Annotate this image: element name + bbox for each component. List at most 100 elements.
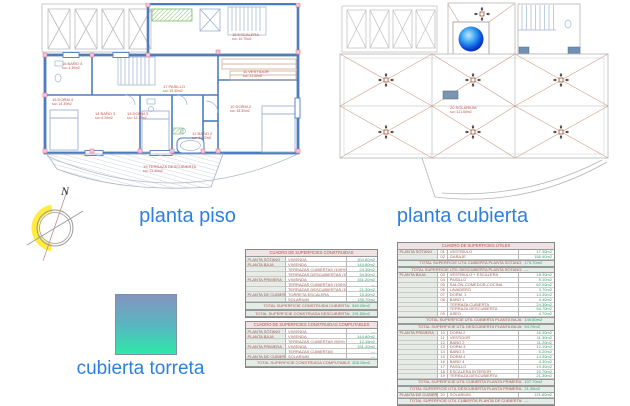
room-cell: PASILLO <box>448 364 520 370</box>
total-label: TOTAL SUPERFICIE CONSTRUIDA CUBIERTA: <box>263 303 351 308</box>
value-cell: 11.20m2 <box>519 341 554 346</box>
table-row: TERRAZAS CUBIERTAS— <box>246 349 377 354</box>
roof-plan-drawing <box>339 2 609 200</box>
value-cell: 4.30m2 <box>519 360 554 365</box>
table-total-row: TOTAL SUPERFICIE ÚTIL CUBIERTA PLANTA BA… <box>398 317 554 324</box>
terrace-hatch <box>46 153 224 189</box>
concept-cell: VIVIENDA <box>286 344 348 349</box>
room-cell: BAÑO 1 <box>448 297 520 303</box>
floor-cell <box>398 335 438 341</box>
room-cell: VESTÍBULO <box>448 250 520 255</box>
wardrobe <box>221 58 297 81</box>
value-cell: 156.40m2 <box>519 255 554 260</box>
value-cell: 144.80m2 <box>347 334 377 339</box>
value-cell: 21.30m2 <box>347 287 377 292</box>
interior-stair <box>117 56 156 86</box>
concept-cell: VIVIENDA <box>286 257 348 262</box>
roof-curved-edge <box>421 157 608 200</box>
main-roof <box>339 53 609 159</box>
total-label: TOTAL SUPERFICIE CONSTRUIDA DESCUBIERTA: <box>254 310 351 316</box>
room-cell: SALÓN-COMEDOR-COCINA <box>448 283 520 288</box>
concept-cell: TERRAZAS DESCUBIERTAS (50%) <box>286 272 348 277</box>
concept-cell: VIVIENDA <box>286 329 348 334</box>
total-value: 21.30m2 <box>524 386 540 392</box>
garage-pergola <box>41 3 152 53</box>
concept-cell: VIVIENDA <box>286 277 348 282</box>
value-cell: 34.50m2 <box>347 272 377 277</box>
value-cell: 19.30m2 <box>519 365 554 370</box>
total-value: — <box>524 266 529 272</box>
table-row: TERRAZAS CUBIERTAS (100%)— <box>246 282 377 287</box>
value-cell: 204.60m2 <box>347 257 377 262</box>
room-cell: TERRAZA CUBIERTA <box>448 302 520 308</box>
table-total-row: TOTAL SUPERFICIE ÚTIL CUBIERTA PLANTA PR… <box>398 379 554 387</box>
floor-cell <box>398 364 438 370</box>
total-label: TOTAL SUPERFICIE ÚTIL CUBIERTA PLANTA DE… <box>409 398 523 403</box>
table-total-row: TOTAL SUPERFICIE ÚTIL DESCUBIERTA PLANTA… <box>398 266 554 274</box>
floor-cell <box>398 359 438 365</box>
floor-cell <box>246 297 287 302</box>
table-title: CUADRO DE SUPERFICIES CONSTRUIDAS COMPUT… <box>246 322 377 329</box>
total-label: TOTAL SUPERFICIE ÚTIL CUBIERTA PLANTA BA… <box>426 318 523 323</box>
value-cell: — <box>347 354 377 359</box>
value-cell: 14.30m2 <box>519 355 554 360</box>
value-cell: — <box>347 282 377 287</box>
room-cell: BAÑO 3 <box>448 350 520 356</box>
floor-cell <box>398 254 438 260</box>
bathtub <box>176 137 205 154</box>
concept-cell: TORRETA ESCALERA <box>286 292 348 297</box>
concept-cell: VIVIENDA <box>286 262 348 267</box>
value-cell: 14.30m2 <box>519 293 554 298</box>
value-cell: 18.30m2 <box>519 331 554 336</box>
num-cell: 12 <box>437 340 449 346</box>
room-cell: ASEO <box>448 312 520 318</box>
caption-planta-piso: planta piso <box>139 205 236 227</box>
concept-cell: TERRAZAS CUBIERTAS (100%) <box>286 267 348 272</box>
floor-cell: PLANTA SÓTANO <box>398 250 438 255</box>
roof-stair-block <box>517 3 581 55</box>
value-cell: 4.40m2 <box>519 298 554 303</box>
table: CUADRO DE SUPERFICIES CONSTRUIDAS COMPUT… <box>245 321 378 368</box>
num-cell: 16 <box>437 359 449 365</box>
floor-cell: PLANTA PRIMERA <box>398 330 438 336</box>
floor-cell <box>246 339 287 344</box>
table-row: TERRAZAS DESCUBIERTAS (50%)34.50m2 <box>246 272 377 277</box>
room-cell: VESTIDOR <box>448 335 520 341</box>
num-cell: 10 <box>437 330 449 336</box>
value-cell: 151.20m2 <box>347 344 377 349</box>
floor-cell: PLANTA PRIMERA <box>246 344 287 349</box>
num-cell: 20 <box>437 393 449 398</box>
table-row: PLANTA DE CUBIERTASTORRETA ESCALERA15.30… <box>246 292 377 297</box>
floor-cell <box>398 292 438 298</box>
total-value: 308.15m2 <box>352 360 370 365</box>
num-cell: 18 <box>437 369 449 375</box>
total-value: 54.70m2 <box>524 323 540 329</box>
room-cell: BAÑO 4 <box>448 359 520 365</box>
table-row: TERRAZAS DESCUBIERTAS (50%)21.30m2 <box>246 287 377 292</box>
chimney <box>442 90 459 100</box>
num-cell: 05 <box>437 283 449 288</box>
floor-cell <box>398 350 438 356</box>
floor-cell: PLANTA BAJA <box>246 334 287 339</box>
value-cell: 62.00m2 <box>519 283 554 288</box>
value-cell: 9.10m2 <box>519 278 554 284</box>
total-label: TOTAL SUPERFICIE ÚTIL DESCUBIERTA PLANTA… <box>411 267 523 272</box>
value-cell: 12.10m2 <box>519 345 554 351</box>
